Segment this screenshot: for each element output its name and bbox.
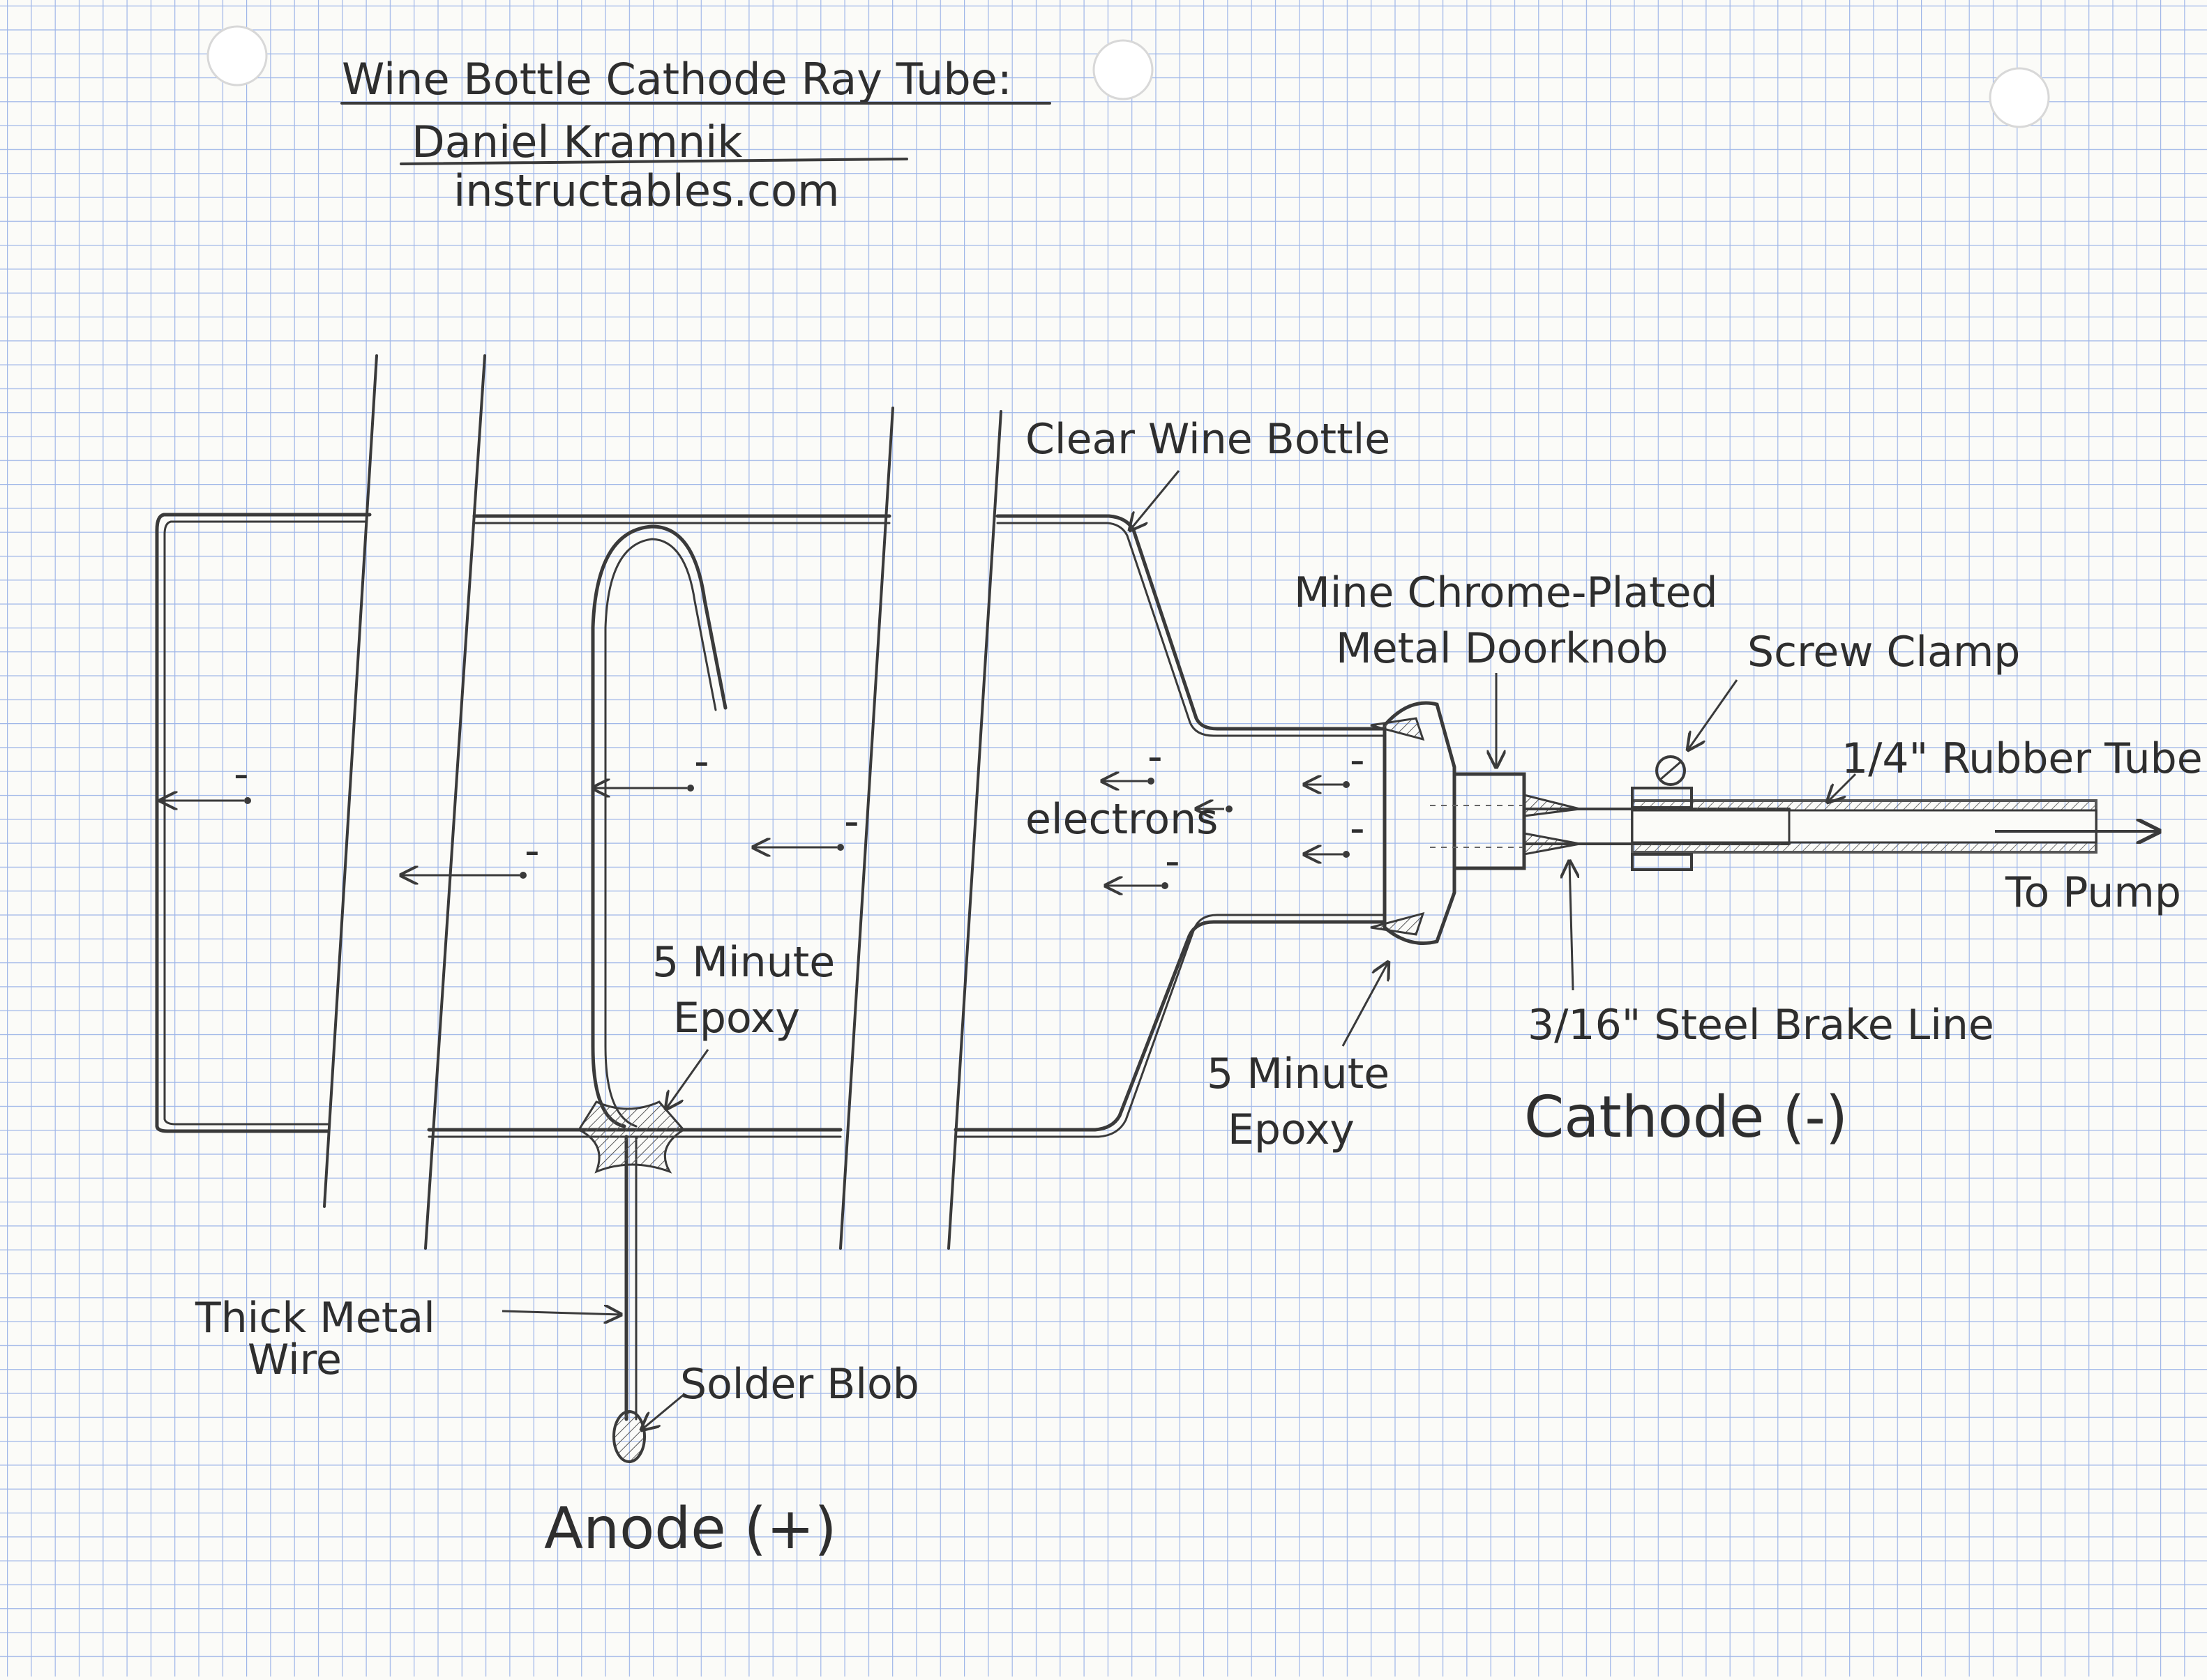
label-thick-wire-line-1: Thick Metal — [195, 1294, 435, 1342]
label-to-pump: To Pump — [2005, 868, 2181, 917]
solder-blob — [612, 1410, 646, 1463]
anode-wire — [577, 524, 728, 1421]
label-cathode: Cathode (-) — [1524, 1084, 1848, 1151]
title-line-2: Daniel Kramnik — [412, 116, 742, 167]
label-electrons: electrons — [1025, 795, 1218, 844]
electron-sign: - — [844, 797, 859, 846]
label-epoxy-cathode-line-2: Epoxy — [1228, 1105, 1355, 1154]
label-solder-blob: Solder Blob — [680, 1360, 919, 1409]
electron-arrows — [160, 778, 1350, 889]
binder-hole-middle — [1092, 39, 1154, 100]
electron-sign: - — [1350, 804, 1365, 853]
rubber-tube — [1631, 799, 2097, 854]
electron-sign: - — [234, 750, 249, 799]
electron-signs: - - - - - - - - — [234, 732, 1365, 886]
label-rubber-tube: 1/4" Rubber Tube — [1841, 734, 2203, 783]
label-epoxy-anode-line-1: 5 Minute — [652, 938, 835, 987]
electron-sign: - — [694, 737, 709, 786]
label-anode: Anode (+) — [544, 1496, 837, 1562]
label-brake-line: 3/16" Steel Brake Line — [1528, 1001, 1994, 1050]
label-epoxy-anode-line-2: Epoxy — [673, 994, 800, 1043]
electron-sign: - — [1147, 732, 1163, 781]
label-screw-clamp: Screw Clamp — [1747, 628, 2020, 676]
binder-hole-left — [206, 25, 268, 86]
title-line-1: Wine Bottle Cathode Ray Tube: — [342, 54, 1012, 105]
label-clear-wine-bottle: Clear Wine Bottle — [1025, 415, 1390, 464]
electron-sign: - — [1350, 736, 1365, 785]
label-epoxy-cathode-line-1: 5 Minute — [1207, 1050, 1389, 1098]
label-doorknob-line-2: Metal Doorknob — [1336, 624, 1669, 673]
label-thick-wire-line-2: Wire — [248, 1335, 342, 1384]
title-line-3: instructables.com — [453, 165, 839, 216]
break-lines — [323, 354, 1002, 1250]
binder-hole-right — [1989, 67, 2050, 128]
electron-sign: - — [525, 826, 540, 875]
screw-clamp — [1631, 755, 1693, 871]
electron-sign: - — [1165, 837, 1180, 886]
label-doorknob-line-1: Mine Chrome-Plated — [1294, 568, 1718, 617]
